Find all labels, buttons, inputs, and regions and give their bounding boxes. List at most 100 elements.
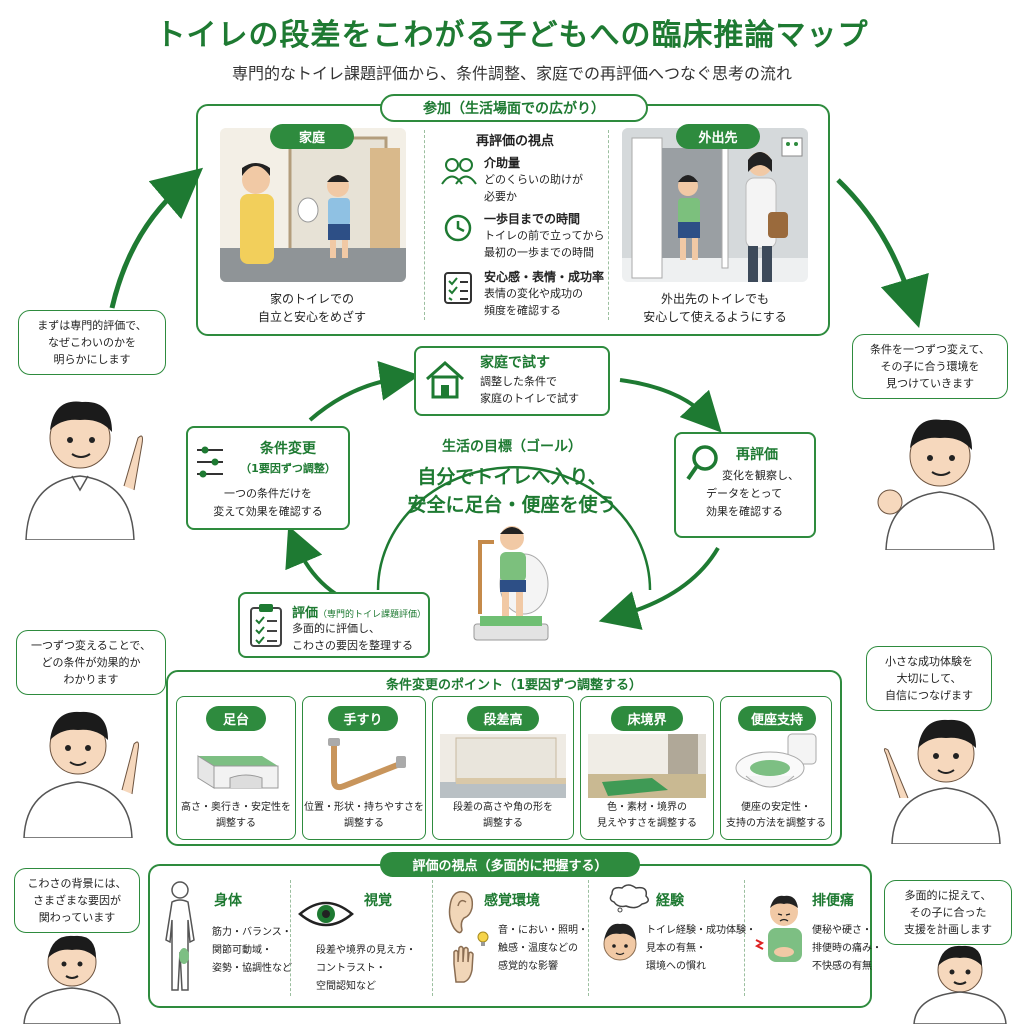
point-desc: 便座の安定性・ xyxy=(741,802,811,813)
point-desc: 色・素材・境界の xyxy=(607,802,687,813)
condition-change-box xyxy=(186,426,350,530)
magnifier-icon xyxy=(684,444,720,484)
reevaluate-title: 再評価 xyxy=(736,447,778,463)
outside-caption-1: 外出先のトイレでも xyxy=(660,292,769,306)
point-desc: 調整する xyxy=(483,817,523,829)
speech-bubble-1: まずは専門的評価で、 なぜこわいのかを 明らかにします xyxy=(18,310,166,376)
bubble-line: まずは専門的評価で、 xyxy=(37,319,147,332)
point-label: 足台 xyxy=(206,706,266,731)
participation-title: 参加（生活場面での広がり） xyxy=(380,94,648,122)
people-icon xyxy=(440,156,478,186)
bubble-line: その子に合った xyxy=(909,906,987,920)
perspective-line: 姿勢・協調性など xyxy=(212,963,292,974)
perspective-line: コントラスト・ xyxy=(316,963,386,974)
perspective-label: 視覚 xyxy=(364,893,392,909)
reeval-item-desc: 最初の一歩までの時間 xyxy=(484,245,594,259)
page-title: トイレの段差をこわがる子どもへの臨床推論マップ xyxy=(155,18,869,53)
handrail-illustration xyxy=(320,734,410,796)
hand-icon xyxy=(448,944,478,984)
perspective-line: 感覚的な影響 xyxy=(498,961,558,972)
reeval-item-desc: 必要か xyxy=(484,189,517,203)
home-scene-illustration xyxy=(220,128,406,282)
page-subtitle: 専門的なトイレ課題評価から、条件調整、家庭での再評価へつなぐ思考の流れ xyxy=(231,64,792,83)
condition-points-title: 条件変更のポイント（1要因ずつ調整する） xyxy=(362,672,666,695)
point-label: 便座支持 xyxy=(738,706,816,731)
condition-change-title-sub: （1要因ずつ調整） xyxy=(240,462,336,475)
point-desc: 位置・形状・持ちやすさを xyxy=(304,802,424,813)
step-height-illustration xyxy=(440,734,566,798)
perspective-line: 触感・温度などの xyxy=(498,943,578,954)
goal-line-2: 安全に足台・便座を使う xyxy=(407,494,617,516)
reeval-item-title: 介助量 xyxy=(484,156,521,170)
therapist-figure-2 xyxy=(872,410,1002,551)
seat-support-illustration xyxy=(730,732,822,798)
eye-icon xyxy=(298,898,356,932)
bubble-line: その子に合う環境を xyxy=(880,360,980,374)
footstool-illustration xyxy=(190,736,284,792)
bubble-line: 多面的に捉えて、 xyxy=(904,889,992,902)
point-label: 床境界 xyxy=(611,706,683,731)
therapist-figure-3 xyxy=(18,704,148,839)
perspective-line: 段差や境界の見え方・ xyxy=(316,945,416,956)
ear-icon xyxy=(446,888,478,938)
home-caption-2: 自立と安心をめざす xyxy=(257,310,366,324)
bubble-line: 小さな成功体験を xyxy=(885,655,973,668)
bubble-line: なぜこわいのかを xyxy=(48,336,136,350)
reevaluate-desc-1: 変化を観察し、 xyxy=(722,469,799,482)
try-at-home-box xyxy=(414,346,610,416)
perspective-line: 便秘や硬さ・ xyxy=(812,925,872,936)
bubble-line: 関わっています xyxy=(38,911,116,925)
point-label: 手すり xyxy=(328,706,398,731)
condition-change-desc-2: 変えて効果を確認する xyxy=(213,505,323,518)
body-outline-icon xyxy=(160,880,200,1000)
perspective-label: 排便痛 xyxy=(812,893,854,909)
bubble-line: 自信につなげます xyxy=(885,689,973,703)
house-icon xyxy=(422,356,468,402)
sliders-icon xyxy=(194,442,226,482)
speech-bubble-4: 小さな成功体験を 大切にして、 自信につなげます xyxy=(866,646,992,712)
home-label: 家庭 xyxy=(270,124,354,149)
perspective-line: トイレ経験・成功体験・ xyxy=(646,925,756,936)
bubble-line: 明らかにします xyxy=(53,353,131,367)
evaluate-title-sub: （専門的トイレ課題評価） xyxy=(318,610,427,620)
speech-bubble-5: こわさの背景には、 さまざまな要因が 関わっています xyxy=(14,868,140,934)
perspective-line: 関節可動域・ xyxy=(212,945,272,956)
perspective-line: 環境への慣れ xyxy=(646,961,706,972)
point-desc: 支持の方法を調整する xyxy=(726,817,826,829)
therapist-figure-6 xyxy=(906,940,1016,1024)
bubble-line: 見つけていきます xyxy=(886,377,974,391)
reeval-viewpoints-title: 再評価の視点 xyxy=(475,134,554,149)
perspective-label: 身体 xyxy=(214,893,242,909)
reevaluate-desc-3: 効果を確認する xyxy=(706,505,783,518)
clipboard-icon xyxy=(246,600,286,650)
evaluate-desc-2: こわさの要因を整理する xyxy=(292,639,413,652)
reevaluate-desc-2: データをとって xyxy=(706,487,783,500)
goal-label: 生活の目標（ゴール） xyxy=(442,439,582,455)
bubble-line: 条件を一つずつ変えて、 xyxy=(870,343,990,356)
speech-bubble-6: 多面的に捉えて、 その子に合った 支援を計画します xyxy=(884,880,1012,946)
bubble-line: 大切にして、 xyxy=(896,672,962,686)
checklist-icon xyxy=(442,270,474,306)
speech-bubble-2: 条件を一つずつ変えて、 その子に合う環境を 見つけていきます xyxy=(852,334,1008,400)
therapist-figure-5 xyxy=(18,930,128,1024)
perspective-line: 空間認知など xyxy=(316,981,376,992)
reeval-item-desc: トイレの前で立ってから xyxy=(484,229,605,242)
points-row: 足台 手すり 段差高 床境界 便座支持 高さ・奥行き・安定性を調整する 位置・形… xyxy=(176,696,832,840)
lightbulb-icon xyxy=(476,930,490,948)
evaluate-desc-1: 多面的に評価し、 xyxy=(292,622,380,635)
bubble-line: さまざまな要因が xyxy=(33,894,121,908)
perspective-line: 筋力・バランス・ xyxy=(212,927,292,938)
point-desc: 調整する xyxy=(216,817,256,829)
perspective-label: 感覚環境 xyxy=(484,893,540,909)
try-at-home-desc-2: 家庭のトイレで試す xyxy=(480,392,579,405)
outside-caption-2: 安心して使えるようにする xyxy=(643,310,787,324)
point-label: 段差高 xyxy=(467,706,539,731)
therapist-figure-4 xyxy=(878,714,1008,845)
point-desc: 高さ・奥行き・安定性を xyxy=(181,802,291,813)
perspective-label: 経験 xyxy=(656,893,684,909)
bubble-line: 支援を計画します xyxy=(904,923,992,937)
evaluate-title: 評価 xyxy=(292,606,319,621)
perspectives-title: 評価の視点（多面的に把握する） xyxy=(380,852,640,877)
home-caption-1: 家のトイレでの xyxy=(269,292,354,306)
bubble-line: わかります xyxy=(63,673,119,687)
